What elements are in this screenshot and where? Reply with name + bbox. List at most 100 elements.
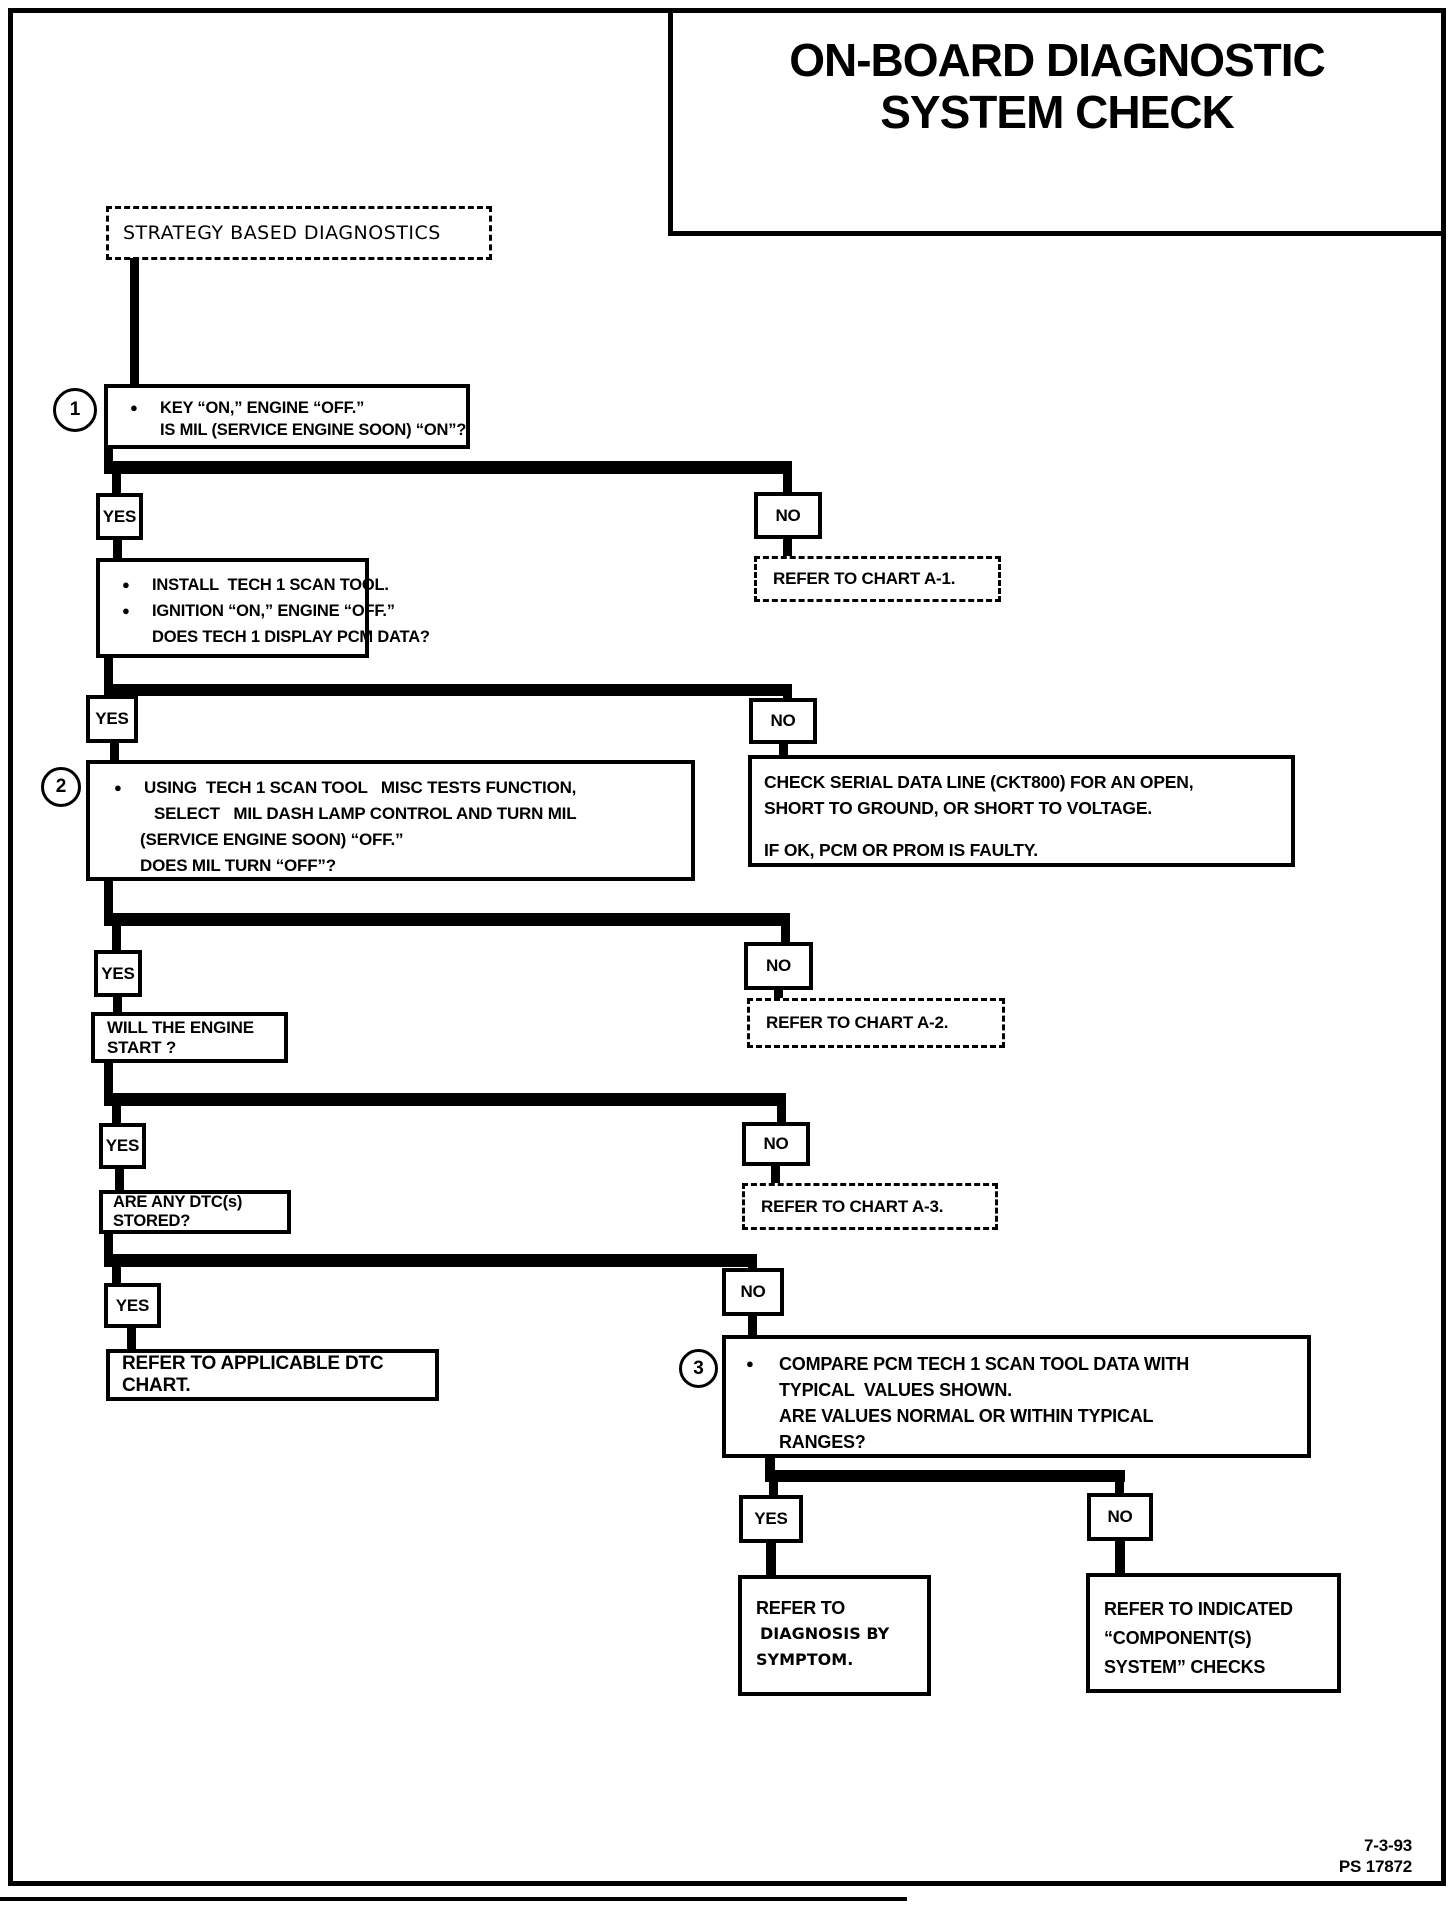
title-box: ON-BOARD DIAGNOSTIC SYSTEM CHECK [668, 8, 1446, 236]
bullet-icon: ● [130, 400, 138, 415]
connector [104, 658, 113, 688]
node-text: COMPARE PCM TECH 1 SCAN TOOL DATA WITH [779, 1354, 1190, 1374]
node-text: REFER TO CHART A-1. [773, 569, 956, 588]
connector [112, 1106, 121, 1123]
node-text: DIAGNOSIS BY [760, 1624, 890, 1643]
connector [765, 1470, 1125, 1482]
connector [115, 1169, 124, 1190]
connector [771, 1166, 780, 1183]
node-text: CHECK SERIAL DATA LINE (CKT800) FOR AN O… [764, 772, 1194, 792]
scan-artifact-line [0, 1897, 907, 1901]
no-node-2: NO [749, 698, 817, 744]
yes-node-1: YES [96, 493, 143, 540]
node-text: DOES MIL TURN “OFF”? [140, 856, 336, 875]
connector [1115, 1482, 1124, 1493]
node-check-serial-data-line: CHECK SERIAL DATA LINE (CKT800) FOR AN O… [748, 755, 1295, 867]
connector [112, 1267, 121, 1283]
connector [104, 1234, 113, 1262]
node-q-mil-on: ●KEY “ON,” ENGINE “OFF.” IS MIL (SERVICE… [104, 384, 470, 449]
connector [783, 539, 792, 557]
connector [104, 1093, 786, 1106]
node-text: ARE ANY DTC(s) STORED? [113, 1193, 243, 1230]
connector [113, 540, 122, 559]
connector [113, 997, 122, 1012]
node-text: IF OK, PCM OR PROM IS FAULTY. [764, 840, 1038, 860]
yes-label: YES [101, 963, 135, 983]
connector [112, 926, 121, 950]
connector [112, 470, 121, 494]
bullet-icon: ● [122, 603, 130, 618]
yes-node-6: YES [739, 1495, 803, 1543]
yes-node-5: YES [104, 1283, 161, 1328]
connector [774, 990, 783, 999]
node-refer-chart-a2: REFER TO CHART A-2. [747, 998, 1005, 1048]
connector [104, 1254, 757, 1267]
yes-label: YES [95, 709, 129, 728]
no-label: NO [775, 505, 801, 525]
step-number: 3 [693, 1357, 704, 1379]
connector [104, 684, 792, 696]
node-text: “COMPONENT(S) [1104, 1628, 1252, 1648]
connector [130, 258, 139, 388]
connector [110, 743, 119, 761]
node-text: INSTALL TECH 1 SCAN TOOL. [152, 576, 389, 594]
node-text: IS MIL (SERVICE ENGINE SOON) “ON”? [160, 421, 467, 439]
yes-label: YES [754, 1509, 788, 1528]
node-text: WILL THE ENGINE START ? [107, 1017, 254, 1057]
node-text: (SERVICE ENGINE SOON) “OFF.” [140, 830, 404, 849]
node-text: RANGES? [779, 1432, 866, 1452]
node-text: IGNITION “ON,” ENGINE “OFF.” [152, 602, 395, 620]
connector [769, 1482, 778, 1495]
connector [104, 449, 113, 462]
node-text: TYPICAL VALUES SHOWN. [779, 1380, 1012, 1400]
connector [104, 881, 113, 917]
no-node-4: NO [742, 1122, 810, 1166]
step-circle-1: 1 [53, 388, 97, 432]
node-refer-diagnosis-by-symptom: REFER TO DIAGNOSIS BY SYMPTOM. [738, 1575, 931, 1696]
node-text: SYMPTOM. [756, 1650, 854, 1669]
node-text: ARE VALUES NORMAL OR WITHIN TYPICAL [779, 1406, 1154, 1426]
yes-node-4: YES [99, 1123, 146, 1169]
no-node-5: NO [722, 1268, 784, 1316]
no-node-1: NO [754, 492, 822, 539]
yes-node-2: YES [86, 695, 138, 743]
connector [1115, 1541, 1125, 1573]
node-text: REFER TO [756, 1598, 846, 1618]
connector [783, 690, 792, 702]
page-title-line1: ON-BOARD DIAGNOSTIC [789, 34, 1326, 86]
step-circle-3: 3 [679, 1349, 718, 1388]
connector [127, 1328, 136, 1349]
footer-revision-block: 7-3-93 PS 17872 [1240, 1835, 1412, 1877]
connector [104, 1063, 113, 1098]
bullet-icon: ● [746, 1356, 754, 1371]
no-label: NO [1107, 1507, 1133, 1526]
connector [765, 1458, 775, 1476]
step-number: 2 [55, 776, 67, 797]
connector [104, 913, 790, 926]
node-q-dtc-stored: ARE ANY DTC(s) STORED? [99, 1190, 291, 1234]
node-text: DOES TECH 1 DISPLAY PCM DATA? [152, 628, 430, 646]
connector [783, 470, 792, 493]
page-title-line2: SYSTEM CHECK [880, 85, 1234, 138]
connector [748, 1316, 757, 1335]
yes-label: YES [115, 1295, 150, 1315]
footer-date: 7-3-93 [1364, 1836, 1412, 1855]
node-text: USING TECH 1 SCAN TOOL MISC TESTS FUNCTI… [144, 778, 577, 797]
node-refer-chart-a1: REFER TO CHART A-1. [754, 556, 1001, 602]
node-q-values-normal: ●COMPARE PCM TECH 1 SCAN TOOL DATA WITH … [722, 1335, 1311, 1458]
bullet-icon: ● [122, 577, 130, 592]
node-install-tech1: ● INSTALL TECH 1 SCAN TOOL. ● IGNITION “ON… [96, 558, 430, 658]
node-text: REFER TO APPLICABLE DTC CHART. [122, 1353, 384, 1396]
node-q-engine-start: WILL THE ENGINE START ? [91, 1012, 288, 1063]
node-refer-component-system-checks: REFER TO INDICATED “COMPONENT(S) SYSTEM”… [1086, 1573, 1341, 1693]
no-label: NO [765, 956, 792, 975]
node-text: SHORT TO GROUND, OR SHORT TO VOLTAGE. [764, 798, 1152, 818]
no-label: NO [770, 711, 796, 730]
node-text: SELECT MIL DASH LAMP CONTROL AND TURN MI… [154, 804, 577, 823]
yes-node-3: YES [94, 950, 142, 997]
connector [766, 1543, 776, 1575]
bullet-icon: ● [114, 780, 122, 795]
node-refer-chart-a3: REFER TO CHART A-3. [742, 1183, 998, 1230]
connector [781, 926, 790, 942]
step-number: 1 [69, 399, 81, 420]
